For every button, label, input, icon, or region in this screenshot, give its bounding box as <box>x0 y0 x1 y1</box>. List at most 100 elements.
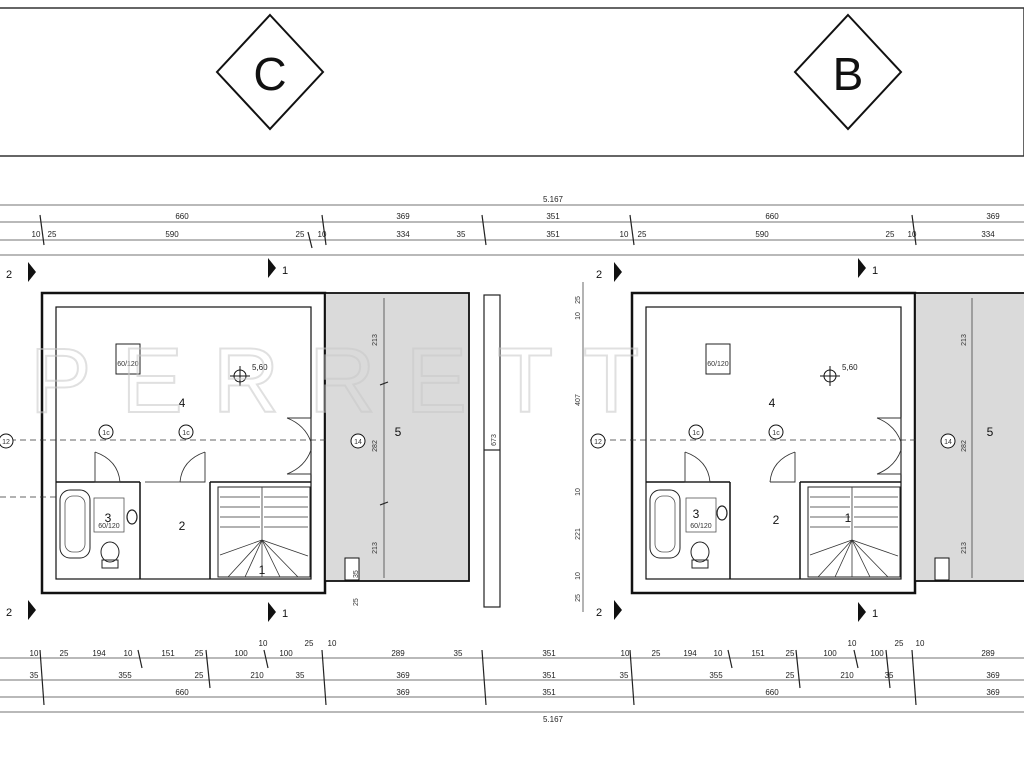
svg-text:10: 10 <box>318 230 327 239</box>
svg-text:282: 282 <box>961 440 968 452</box>
svg-text:10: 10 <box>259 639 268 648</box>
svg-text:2: 2 <box>6 269 12 281</box>
svg-text:B: B <box>833 48 864 100</box>
top-dim-row2: 10 25 590 25 10 334 35 351 10 25 590 25 … <box>32 230 996 239</box>
svg-text:14: 14 <box>354 439 362 446</box>
room-3: 3 <box>105 511 112 525</box>
svg-text:660: 660 <box>175 212 189 221</box>
svg-text:100: 100 <box>234 649 248 658</box>
svg-text:25: 25 <box>575 594 582 602</box>
svg-text:210: 210 <box>250 671 264 680</box>
svg-text:351: 351 <box>542 649 556 658</box>
svg-text:35: 35 <box>30 671 39 680</box>
svg-text:351: 351 <box>546 230 560 239</box>
svg-text:25: 25 <box>305 639 314 648</box>
svg-text:1: 1 <box>282 265 288 277</box>
svg-text:35: 35 <box>620 671 629 680</box>
unit-left: 60/120 60/120 5,60 4 5 2 3 1 213 282 213… <box>0 258 470 622</box>
svg-text:282: 282 <box>372 440 379 452</box>
room-3: 3 <box>693 507 700 521</box>
room-2: 2 <box>179 519 186 533</box>
bottom-dimension-lines <box>0 657 1024 713</box>
svg-text:369: 369 <box>396 688 410 697</box>
svg-text:221: 221 <box>575 528 582 540</box>
svg-text:213: 213 <box>372 334 379 346</box>
level-mark: 5,60 <box>842 363 858 372</box>
svg-text:194: 194 <box>683 649 697 658</box>
roof-hatch-label: 60/120 <box>117 361 139 368</box>
svg-text:10: 10 <box>916 639 925 648</box>
bottom-dim-row1: 10 25 194 10 151 25 100 10 100 25 10 289… <box>30 639 996 658</box>
svg-text:355: 355 <box>709 671 723 680</box>
unit-right: 60/120 60/120 5,60 4 5 2 3 1 213 282 213… <box>575 258 1024 622</box>
svg-text:12: 12 <box>2 439 10 446</box>
svg-text:590: 590 <box>755 230 769 239</box>
svg-text:213: 213 <box>961 334 968 346</box>
svg-text:1: 1 <box>872 265 878 277</box>
svg-text:25: 25 <box>786 671 795 680</box>
svg-text:2: 2 <box>6 607 12 619</box>
svg-text:25: 25 <box>296 230 305 239</box>
top-dimension-lines <box>0 204 1024 256</box>
svg-text:1: 1 <box>282 608 288 620</box>
svg-text:351: 351 <box>546 212 560 221</box>
svg-text:1c: 1c <box>102 430 110 437</box>
svg-text:10: 10 <box>908 230 917 239</box>
room-2: 2 <box>773 513 780 527</box>
svg-text:10: 10 <box>32 230 41 239</box>
room-4: 4 <box>769 396 776 410</box>
svg-text:289: 289 <box>981 649 995 658</box>
svg-text:369: 369 <box>986 212 1000 221</box>
top-total-dim: 5.167 <box>543 195 564 204</box>
watermark: PERRETT <box>30 330 669 432</box>
svg-text:407: 407 <box>575 394 582 406</box>
svg-text:213: 213 <box>372 542 379 554</box>
unit-label-b: B <box>793 13 903 131</box>
svg-text:35: 35 <box>296 671 305 680</box>
svg-text:1c: 1c <box>182 430 190 437</box>
svg-text:351: 351 <box>542 671 556 680</box>
svg-text:100: 100 <box>823 649 837 658</box>
svg-text:289: 289 <box>391 649 405 658</box>
svg-text:151: 151 <box>751 649 765 658</box>
top-tick-marks <box>39 214 917 249</box>
room-5: 5 <box>987 425 994 439</box>
svg-text:10: 10 <box>575 488 582 496</box>
svg-text:25: 25 <box>638 230 647 239</box>
svg-text:35: 35 <box>457 230 466 239</box>
title-frame <box>0 7 1024 157</box>
room-1: 1 <box>845 511 852 525</box>
top-dim-row1: 660 369 351 660 369 <box>175 212 1000 221</box>
svg-text:660: 660 <box>765 212 779 221</box>
bottom-dim-row2: 35 355 25 210 35 369 351 35 355 25 210 3… <box>30 671 1001 680</box>
room-5: 5 <box>395 425 402 439</box>
svg-text:369: 369 <box>396 212 410 221</box>
svg-text:369: 369 <box>986 688 1000 697</box>
bottom-tick-marks <box>39 649 917 706</box>
bottom-total-dim: 5.167 <box>543 715 564 724</box>
svg-text:213: 213 <box>961 542 968 554</box>
svg-text:25: 25 <box>195 649 204 658</box>
svg-text:25: 25 <box>48 230 57 239</box>
svg-text:10: 10 <box>848 639 857 648</box>
svg-text:25: 25 <box>575 296 582 304</box>
svg-text:10: 10 <box>328 639 337 648</box>
svg-text:25: 25 <box>652 649 661 658</box>
svg-text:100: 100 <box>870 649 884 658</box>
bath-hatch-label: 60/120 <box>98 523 120 530</box>
svg-text:10: 10 <box>714 649 723 658</box>
svg-text:25: 25 <box>895 639 904 648</box>
svg-text:194: 194 <box>92 649 106 658</box>
svg-text:334: 334 <box>981 230 995 239</box>
svg-text:1: 1 <box>872 608 878 620</box>
svg-text:590: 590 <box>165 230 179 239</box>
party-gap <box>483 294 501 608</box>
svg-text:12: 12 <box>594 439 602 446</box>
gap-dim: 673 <box>491 434 498 446</box>
level-mark: 5,60 <box>252 363 268 372</box>
svg-text:369: 369 <box>986 671 1000 680</box>
svg-text:25: 25 <box>195 671 204 680</box>
svg-text:25: 25 <box>353 598 360 606</box>
svg-text:10: 10 <box>30 649 39 658</box>
